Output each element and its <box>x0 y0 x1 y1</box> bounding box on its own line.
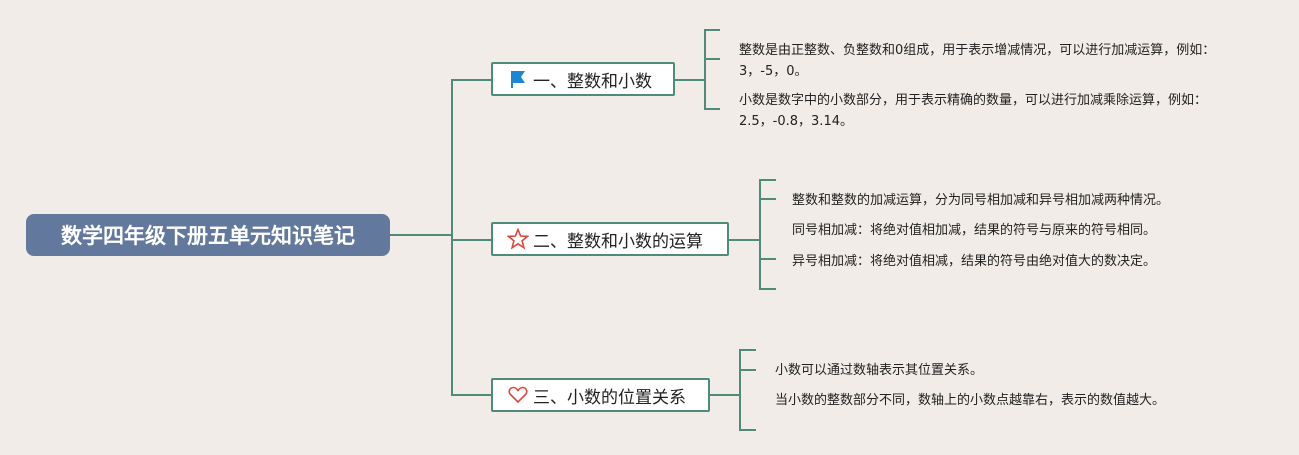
leaf-note[interactable]: 小数可以通过数轴表示其位置关系。 <box>775 363 984 378</box>
leaf-note[interactable]: 整数是由正整数、负整数和0组成，用于表示增减情况，可以进行加减运算，例如：3，-… <box>739 43 1216 79</box>
leaf-note[interactable]: 同号相加减：将绝对值相加减，结果的符号与原来的符号相同。 <box>792 223 1157 238</box>
heart-icon <box>507 384 529 406</box>
branch-integers-decimals[interactable]: 一、整数和小数 <box>491 62 675 96</box>
leaf-note[interactable]: 异号相加减：将绝对值相减，结果的符号由绝对值大的数决定。 <box>792 254 1157 269</box>
branch-label: 二、整数和小数的运算 <box>533 231 703 252</box>
root-title: 数学四年级下册五单元知识笔记 <box>61 224 355 248</box>
leaf-note[interactable]: 当小数的整数部分不同，数轴上的小数点越靠右，表示的数值越大。 <box>775 393 1166 408</box>
flag-icon <box>507 68 529 90</box>
branch-operations[interactable]: 二、整数和小数的运算 <box>491 222 729 256</box>
branch-position[interactable]: 三、小数的位置关系 <box>491 378 710 412</box>
star-icon <box>507 228 529 250</box>
branch-label: 一、整数和小数 <box>533 71 652 92</box>
leaf-note[interactable]: 小数是数字中的小数部分，用于表示精确的数量，可以进行加减乘除运算，例如：2.5，… <box>739 93 1208 129</box>
branch-label: 三、小数的位置关系 <box>533 387 686 408</box>
leaf-note[interactable]: 整数和整数的加减运算，分为同号相加减和异号相加减两种情况。 <box>792 193 1170 208</box>
root-topic[interactable]: 数学四年级下册五单元知识笔记 <box>26 214 390 256</box>
